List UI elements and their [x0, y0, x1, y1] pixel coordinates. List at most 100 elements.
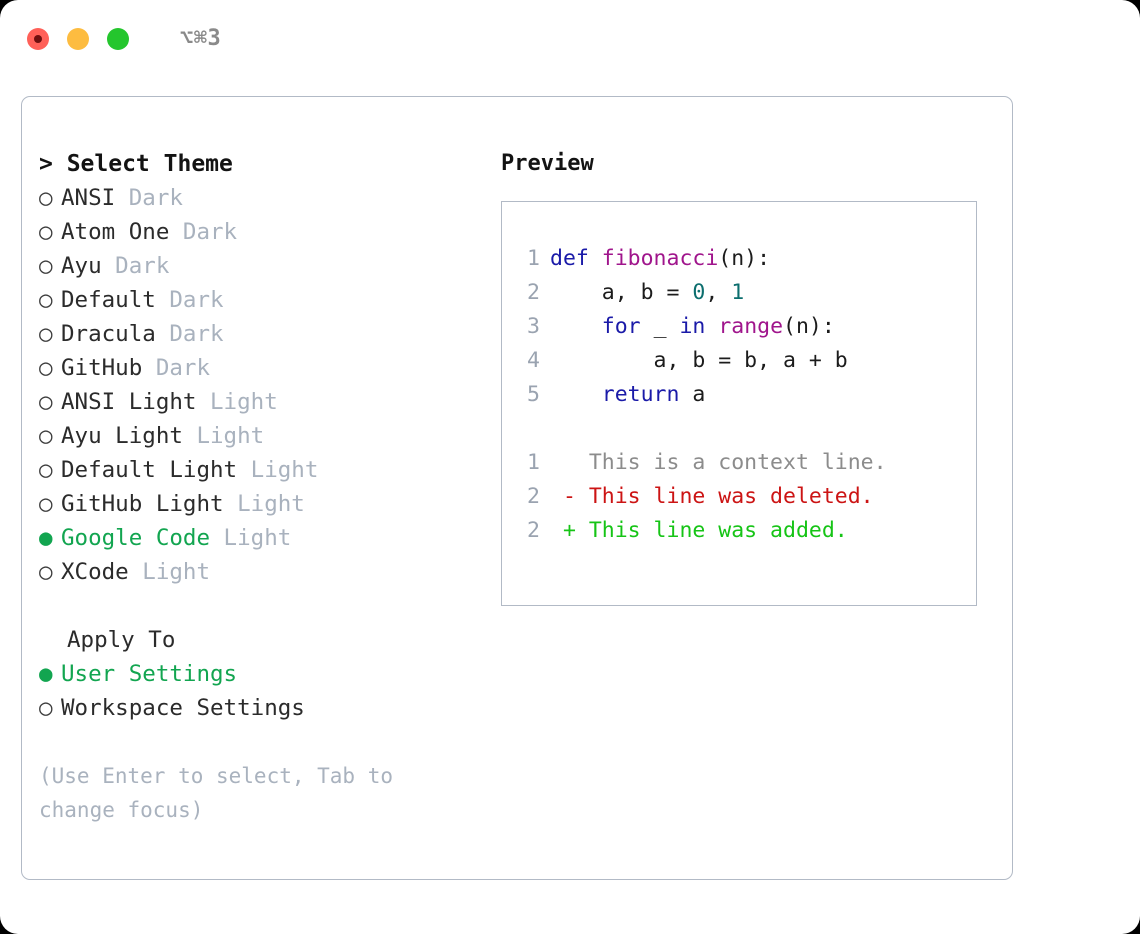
theme-option-label: Default: [61, 287, 156, 313]
theme-picker-column: > Select Theme ○ANSI Dark○Atom One Dark○…: [39, 147, 479, 827]
code-token-id: a, b =: [550, 280, 693, 305]
radio-selected-icon: ●: [39, 525, 53, 551]
theme-variant-badge: Light: [196, 389, 278, 415]
radio-unselected-icon: ○: [39, 457, 53, 483]
code-token-id: _: [640, 314, 680, 339]
code-token-num: 1: [731, 280, 745, 305]
theme-option-ayu-light[interactable]: ○Ayu Light Light: [39, 419, 479, 453]
theme-option-default-light[interactable]: ○ Default Light Light: [39, 453, 479, 487]
theme-option-label: Default Light: [61, 457, 238, 483]
theme-option-label: ANSI Light: [61, 389, 197, 415]
theme-option-label: GitHub Light: [61, 491, 224, 517]
keyboard-hint-text: (Use Enter to select, Tab to change focu…: [39, 764, 394, 822]
theme-option-dracula[interactable]: ○ Dracula Dark: [39, 317, 479, 351]
preview-title: Preview: [501, 151, 594, 176]
apply-to-option-workspace-settings[interactable]: ○ Workspace Settings: [39, 691, 479, 725]
apply-to-option-user-settings[interactable]: ● User Settings: [39, 657, 479, 691]
window-controls: [27, 28, 129, 50]
code-diff-spacer: [502, 412, 976, 446]
theme-option-xcode[interactable]: ○XCode Light: [39, 555, 479, 589]
code-line: 1 def fibonacci(n):: [502, 242, 976, 276]
radio-unselected-icon: ○: [39, 355, 53, 381]
line-number: 2: [527, 484, 540, 509]
theme-variant-badge: Light: [182, 423, 265, 449]
code-line: 2 a, b = 0, 1: [502, 276, 976, 310]
theme-option-label: XCode: [61, 559, 129, 585]
radio-selected-icon: ●: [39, 661, 53, 687]
line-number: 1: [527, 246, 540, 271]
theme-option-ansi-light[interactable]: ○ ANSI Light Light: [39, 385, 479, 419]
code-token-kw: def: [550, 246, 602, 271]
apply-to-list: ● User Settings ○ Workspace Settings: [39, 657, 479, 725]
code-line: 3 for _ in range(n):: [502, 310, 976, 344]
theme-option-label: Ayu: [61, 253, 102, 279]
line-number: 5: [527, 382, 540, 407]
code-line: 5 return a: [502, 378, 976, 412]
list-spacer: [39, 589, 479, 623]
code-token-id: [705, 314, 718, 339]
diff-line-ctx: 1 This is a context line.: [502, 446, 976, 480]
code-token-kw: for: [601, 314, 641, 339]
diff-line-add: 2 + This line was added.: [502, 514, 976, 548]
theme-list: ○ANSI Dark○Atom One Dark○Ayu Dark○Defaul…: [39, 181, 479, 589]
theme-option-label: Dracula: [61, 321, 156, 347]
close-button[interactable]: [27, 28, 49, 50]
theme-variant-badge: Light: [237, 457, 319, 483]
radio-unselected-icon: ○: [39, 423, 53, 449]
radio-unselected-icon: ○: [39, 321, 53, 347]
code-token-id: a: [679, 382, 706, 407]
code-token-punc: (n):: [783, 314, 835, 339]
code-token-kw: in: [679, 314, 706, 339]
code-token-num: 0: [692, 280, 706, 305]
theme-variant-badge: Dark: [115, 185, 183, 211]
code-token-fn: fibonacci: [601, 246, 719, 271]
theme-variant-badge: Light: [223, 491, 305, 517]
theme-option-ansi[interactable]: ○ANSI Dark: [39, 181, 479, 215]
theme-option-default[interactable]: ○ Default Dark: [39, 283, 479, 317]
theme-option-label: Atom One: [61, 219, 170, 245]
radio-unselected-icon: ○: [39, 219, 53, 245]
diff-line-del: 2 - This line was deleted.: [502, 480, 976, 514]
theme-option-github[interactable]: ○ GitHub Dark: [39, 351, 479, 385]
line-number: 2: [527, 280, 540, 305]
theme-option-label: Google Code: [61, 525, 211, 551]
radio-unselected-icon: ○: [39, 695, 53, 721]
theme-variant-badge: Dark: [169, 219, 238, 245]
apply-to-option-label: User Settings: [61, 661, 238, 687]
code-token-id: a, b = b, a + b: [550, 348, 848, 373]
code-token-kw: return: [601, 382, 680, 407]
theme-variant-badge: Dark: [155, 321, 224, 347]
line-number: 1: [527, 450, 540, 475]
code-token-id: [550, 382, 602, 407]
radio-unselected-icon: ○: [39, 287, 53, 313]
theme-option-ayu[interactable]: ○ Ayu Dark: [39, 249, 479, 283]
code-token-punc: (n):: [718, 246, 771, 271]
theme-variant-badge: Dark: [101, 253, 170, 279]
code-token-fn: range: [718, 314, 784, 339]
line-number: 4: [527, 348, 540, 373]
minimize-button[interactable]: [67, 28, 89, 50]
code-line: 4 a, b = b, a + b: [502, 344, 976, 378]
theme-option-atom-one[interactable]: ○ Atom One Dark: [39, 215, 479, 249]
line-number: 3: [527, 314, 540, 339]
diff-sample: 1 This is a context line.2 - This line w…: [502, 446, 976, 548]
theme-option-github-light[interactable]: ○GitHub Light Light: [39, 487, 479, 521]
theme-variant-badge: Dark: [155, 287, 224, 313]
maximize-button[interactable]: [107, 28, 129, 50]
theme-variant-badge: Dark: [142, 355, 211, 381]
theme-variant-badge: Light: [210, 525, 292, 551]
radio-unselected-icon: ○: [39, 389, 53, 415]
apply-to-header: Apply To: [67, 627, 176, 653]
radio-unselected-icon: ○: [39, 253, 53, 279]
theme-option-label: ANSI: [61, 185, 116, 211]
keyboard-shortcut-label: ⌥⌘3: [180, 26, 222, 51]
theme-option-google-code[interactable]: ● Google Code Light: [39, 521, 479, 555]
title-bar: ⌥⌘3: [0, 0, 1140, 78]
content-panel: > Select Theme ○ANSI Dark○Atom One Dark○…: [21, 96, 1013, 880]
theme-option-label: GitHub: [61, 355, 143, 381]
apply-to-option-label: Workspace Settings: [61, 695, 305, 721]
